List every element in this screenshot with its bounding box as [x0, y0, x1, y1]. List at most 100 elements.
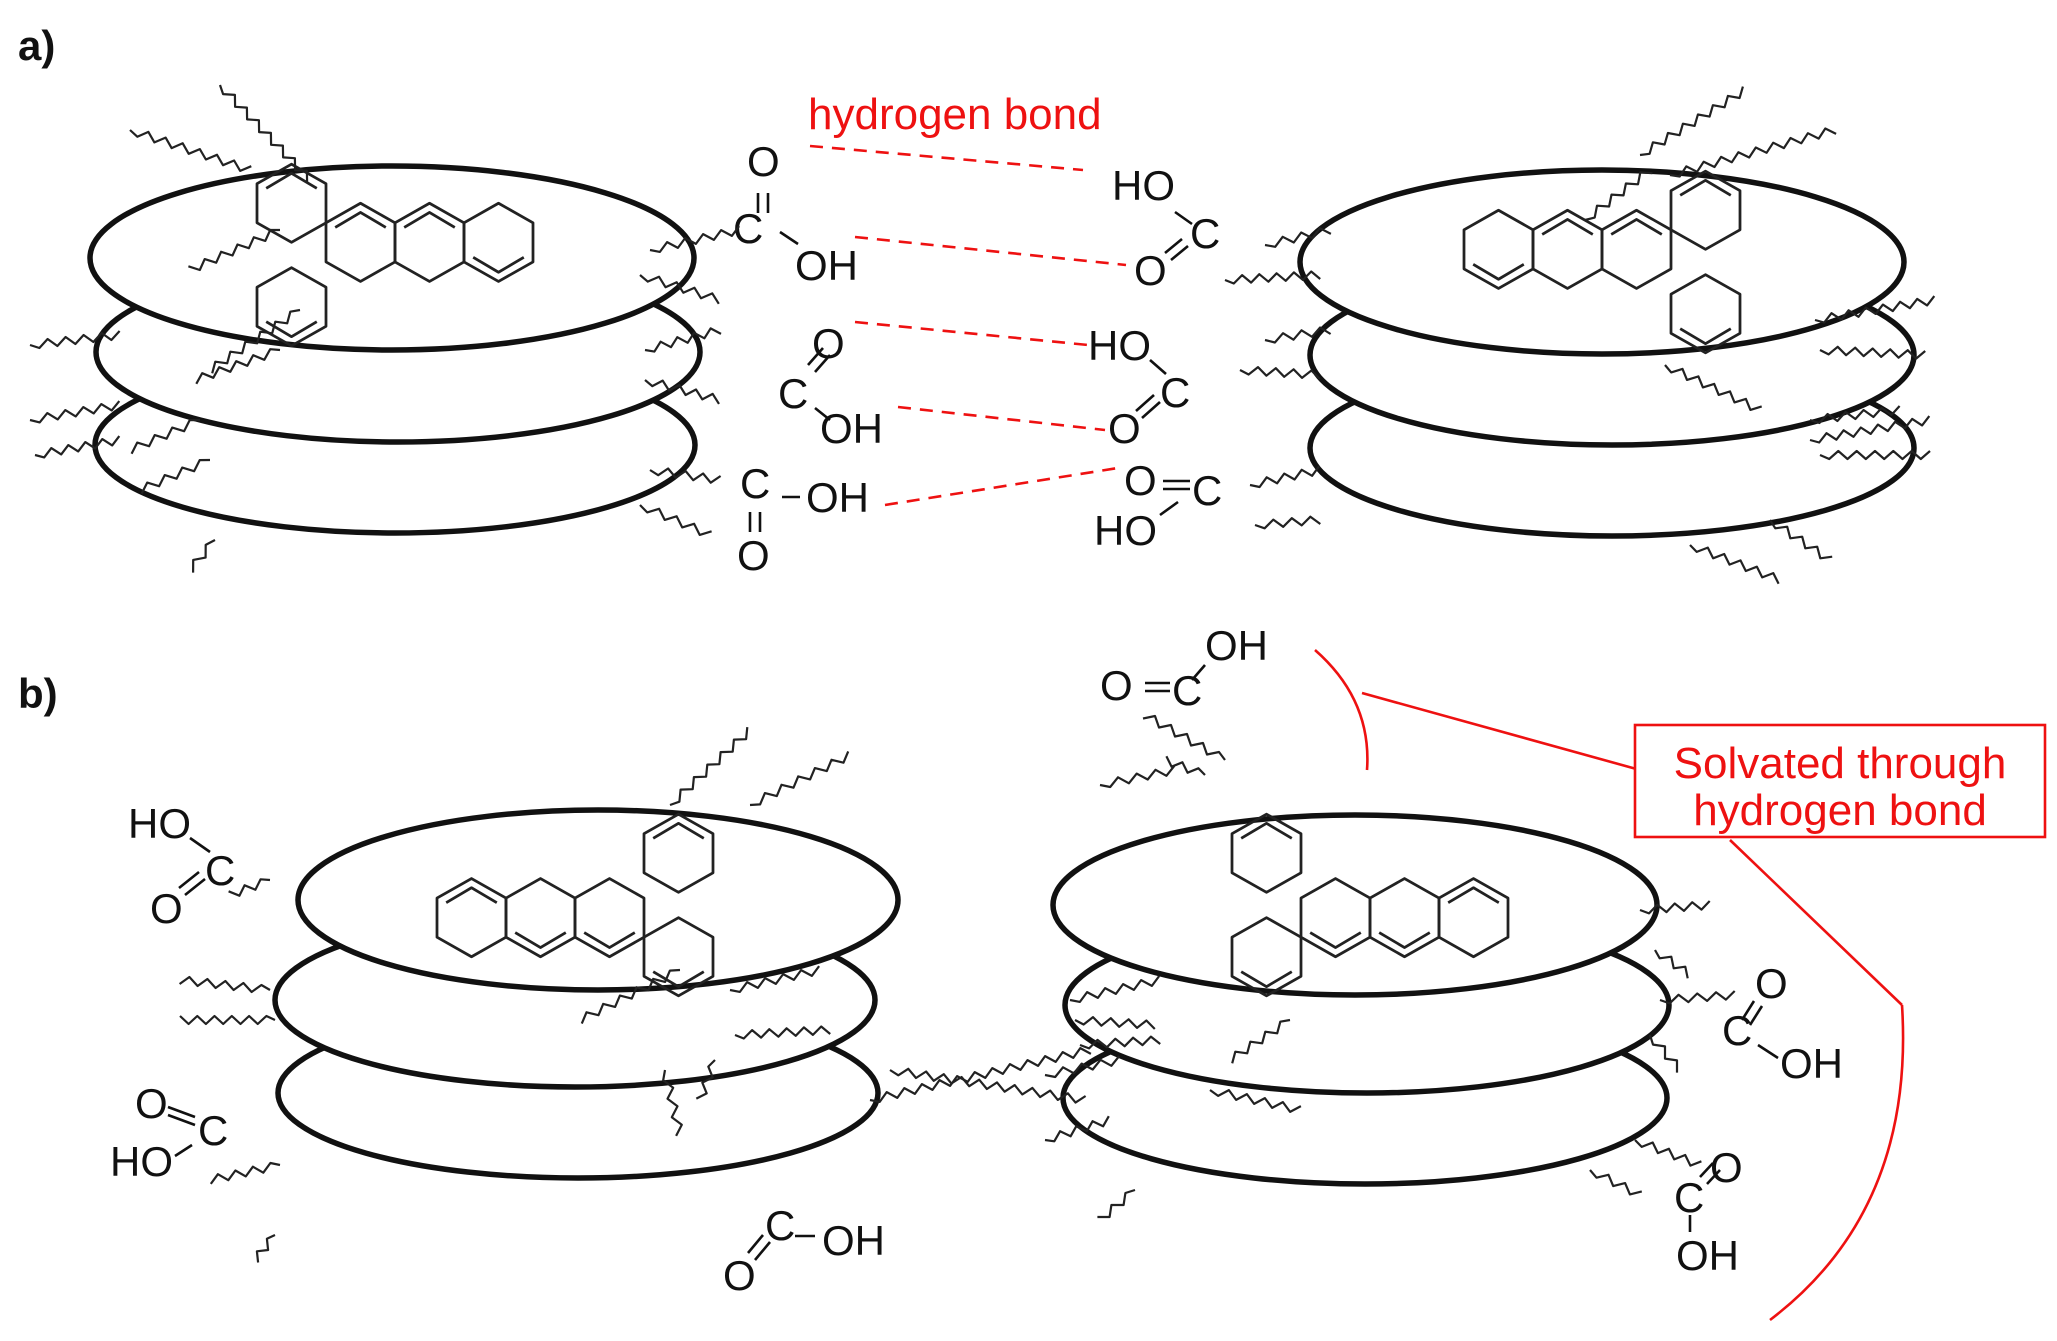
- alkyl-chain: [129, 129, 252, 172]
- aromatic-core: [1230, 812, 1510, 998]
- alkyl-chain: [1809, 415, 1931, 444]
- alkyl-chain: [1639, 86, 1744, 157]
- carbon-label: C: [1172, 667, 1202, 714]
- alkyl-chain: [1264, 227, 1332, 248]
- carbon-label: C: [1192, 467, 1222, 514]
- alkyl-chain: [1648, 1034, 1679, 1073]
- alkyl-chain: [1584, 171, 1653, 222]
- carboxyl-group: O C OH: [1674, 1144, 1743, 1279]
- hydroxyl-label: OH: [822, 1217, 885, 1264]
- alkyl-chain: [192, 539, 216, 573]
- alkyl-chain: [1224, 270, 1321, 285]
- alkyl-chain: [1074, 1016, 1156, 1030]
- hydrogen-bond-line: [809, 144, 1084, 172]
- carbon-label: C: [1160, 369, 1190, 416]
- alkyl-chain: [1809, 405, 1901, 425]
- alkyl-chain: [1044, 1055, 1121, 1079]
- disk-top: [87, 163, 697, 353]
- oxygen-label: O: [150, 885, 183, 932]
- alkyl-chain: [729, 965, 820, 993]
- oxygen-label: O: [737, 532, 770, 579]
- alkyl-chain: [1249, 465, 1321, 489]
- alkyl-chain: [1231, 1018, 1291, 1064]
- alkyl-chain: [1079, 1035, 1161, 1050]
- aromatic-core: [255, 162, 535, 348]
- carbon-label: C: [205, 847, 235, 894]
- carboxyl-group: O C HO: [1094, 457, 1222, 554]
- alkyl-chain: [1069, 975, 1160, 1003]
- alkyl-chain: [1634, 1139, 1702, 1167]
- alkyl-chain: [639, 274, 720, 305]
- alkyl-chain: [1142, 714, 1226, 761]
- alkyl-chain: [1814, 295, 1936, 324]
- carbon-label: C: [765, 1202, 795, 1249]
- alkyl-chain: [29, 330, 121, 350]
- disk-top: [295, 807, 901, 993]
- hydroxyl-label: OH: [1676, 1232, 1739, 1279]
- alkyl-chain: [1589, 1169, 1643, 1196]
- oxygen-label: O: [135, 1080, 168, 1127]
- alkyl-chain: [695, 1059, 716, 1100]
- hydroxyl-label: HO: [110, 1138, 173, 1185]
- hydroxyl-label: OH: [1780, 1040, 1843, 1087]
- alkyl-chain: [1209, 1089, 1302, 1113]
- benzene-ring: [435, 877, 508, 959]
- benzene-ring: [1437, 877, 1510, 959]
- carboxyl-group: HO C O: [1112, 162, 1220, 294]
- panel-a-label: a): [18, 22, 55, 69]
- solvation-arc-small: [1314, 649, 1369, 771]
- alkyl-chain: [1239, 366, 1321, 380]
- carbon-label: C: [1190, 210, 1220, 257]
- alkyl-chain: [130, 418, 201, 455]
- carbon-label: C: [740, 460, 770, 507]
- alkyl-chain: [749, 750, 850, 807]
- hydrogen-bond-lines: [809, 144, 1127, 507]
- alkyl-side-chains: [29, 84, 1936, 1263]
- benzene-ring: [1669, 273, 1742, 355]
- carboxyl-group: O C OH: [1100, 622, 1268, 714]
- alkyl-chain: [1264, 326, 1332, 344]
- oxygen-label: O: [1124, 457, 1157, 504]
- hydroxyl-label: HO: [1094, 507, 1157, 554]
- alkyl-chain: [1664, 364, 1763, 411]
- alkyl-chain: [889, 1067, 1087, 1104]
- carboxyl-group: C O OH: [723, 1202, 885, 1299]
- benzene-ring: [462, 201, 535, 283]
- hydroxyl-label: OH: [1205, 622, 1268, 669]
- alkyl-chain: [649, 467, 722, 484]
- disk-top: [1050, 812, 1660, 998]
- alkyl-chain: [188, 228, 280, 272]
- solvated-label-line1: Solvated through: [1674, 739, 2007, 788]
- alkyl-chain: [1769, 519, 1833, 560]
- carboxyl-group: C O OH: [737, 460, 869, 579]
- aromatic-core: [435, 812, 715, 998]
- benzene-ring: [1230, 812, 1303, 894]
- benzene-ring: [1462, 208, 1535, 290]
- alkyl-chain: [218, 84, 309, 183]
- oxygen-label: O: [1755, 960, 1788, 1007]
- alkyl-chain: [255, 1234, 276, 1263]
- alkyl-chain: [1659, 990, 1736, 1005]
- solvated-label-box: [1633, 723, 2047, 839]
- alkyl-chain: [1044, 1115, 1110, 1143]
- alkyl-chain: [1165, 755, 1206, 776]
- hydroxyl-label: HO: [1088, 322, 1151, 369]
- alkyl-chain: [649, 225, 740, 253]
- oxygen-label: O: [1100, 662, 1133, 709]
- hydrogen-bond-line: [897, 405, 1106, 432]
- panel-a-right-stack: [1297, 167, 1917, 539]
- oxygen-label: O: [1108, 405, 1141, 452]
- solvated-label-line2: hydrogen bond: [1693, 786, 1987, 835]
- alkyl-chain: [669, 726, 749, 807]
- panel-b-label: b): [18, 670, 58, 717]
- alkyl-chain: [195, 348, 281, 385]
- alkyl-chain: [1669, 127, 1837, 178]
- aromatic-core: [1462, 169, 1742, 355]
- carboxyl-group: HO C O: [128, 800, 235, 932]
- alkyl-chain: [1254, 515, 1321, 530]
- alkyl-chain: [178, 975, 271, 994]
- panel-b-right-stack: [1050, 812, 1672, 1187]
- panel-b-left-stack: [272, 807, 901, 1181]
- alkyl-chain: [179, 1014, 276, 1026]
- solvation-annotation: Solvated through hydrogen bond: [1314, 649, 2047, 1322]
